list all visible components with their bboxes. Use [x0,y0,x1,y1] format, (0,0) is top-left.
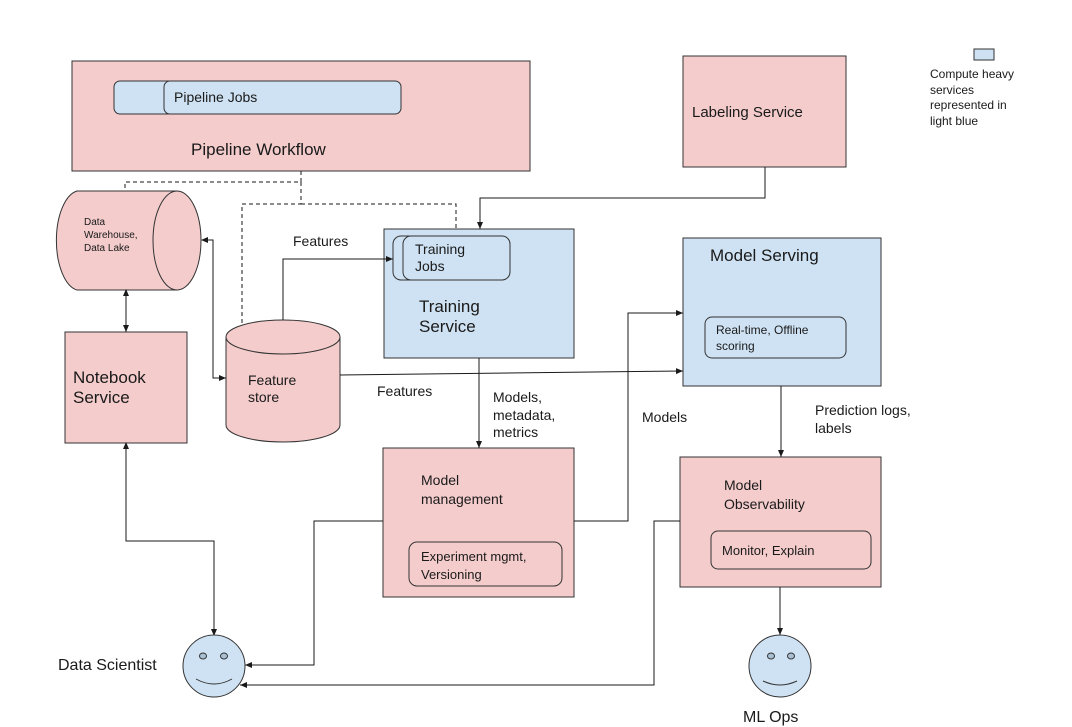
feature-store-cylinder[interactable] [225,319,341,443]
data-scientist-label: Data Scientist [58,657,157,674]
edge-label-features-training: Features [293,233,349,249]
edge-notebook-datascientist [123,442,217,636]
labeling-service-title: Labeling Service [692,104,803,121]
legend-text: Compute heavy services represented in li… [930,67,1015,128]
edge-label-prediction-logs: Prediction logs, labels [815,402,911,436]
data-scientist-icon[interactable] [182,634,246,698]
monitor-explain-label: Monitor, Explain [722,543,815,558]
training-jobs-label: Training Jobs [415,241,466,274]
training-jobs-box[interactable] [402,235,511,281]
ml-ops-icon[interactable] [748,634,812,698]
legend-swatch [973,48,995,61]
pipeline-jobs-label: Pipeline Jobs [174,89,258,105]
dashed-link-pipeline-featurestore-training [241,182,457,328]
data-warehouse-label: Data Warehouse, Data Lake [84,217,138,254]
notebook-service-title: Notebook Service [73,368,146,408]
edge-featurestore-to-serving [339,368,684,376]
experiment-mgmt-box[interactable] [408,541,563,587]
experiment-mgmt-label: Experiment mgmt, Versioning [421,549,527,582]
pipeline-workflow-box[interactable] [71,60,531,172]
edge-observability-to-datascientist [240,520,680,688]
model-management-title: Model management [421,472,503,507]
edge-warehouse-featurestore [201,237,226,381]
edge-label-models-metadata: Models, metadata, metrics [493,389,556,440]
model-serving-title: Model Serving [710,246,819,265]
scoring-label: Real-time, Offline scoring [716,323,809,354]
edge-featurestore-to-training [282,256,393,320]
training-service-title: Training Service [419,297,480,337]
model-serving-box[interactable] [682,237,882,387]
edge-labeling-to-training [477,167,766,229]
edge-label-models: Models [642,409,688,425]
model-observability-title: Model Observability [724,477,805,512]
scoring-box[interactable] [704,316,847,359]
pipeline-jobs-box[interactable] [163,80,402,115]
dashed-link-pipeline-warehouse [124,171,302,191]
data-warehouse-cylinder[interactable] [55,190,202,291]
edge-management-to-serving [574,310,683,522]
feature-store-label: Feature store [248,372,297,405]
edge-management-to-datascientist [245,520,383,668]
edge-label-features-serving: Features [377,383,433,399]
labeling-service-box[interactable] [682,55,847,168]
monitor-explain-box[interactable] [710,530,872,570]
ml-ops-label: ML Ops [743,709,799,726]
pipeline-workflow-title: Pipeline Workflow [191,140,326,159]
